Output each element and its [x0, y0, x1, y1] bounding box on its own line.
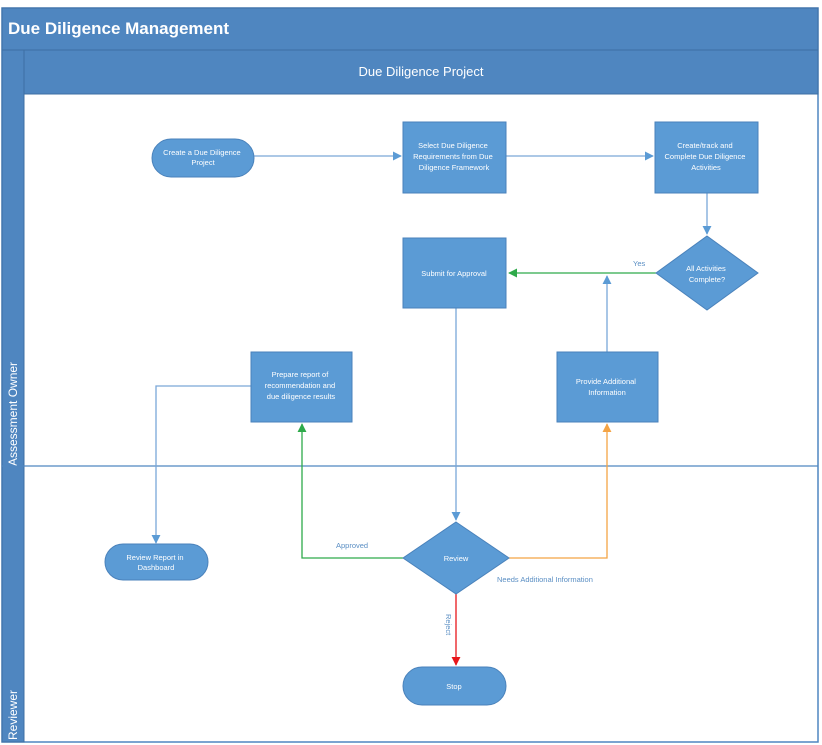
edge-label-approved: Approved — [336, 541, 368, 550]
node-review-report-dashboard: Review Report in Dashboard — [104, 543, 209, 581]
node-text-review-report-dashboard: Review Report in Dashboard — [126, 553, 185, 572]
node-text-submit-approval: Submit for Approval — [421, 269, 487, 278]
node-provide-info: Provide Additional Information — [556, 351, 659, 423]
decision-all-activities-complete: All Activities Complete? — [655, 235, 759, 311]
node-shape-submit-approval — [402, 237, 507, 309]
node-stop: Stop — [402, 666, 507, 706]
node-select-requirements: Select Due Diligence Requirements from D… — [402, 121, 507, 194]
node-shape-review-report-dashboard — [104, 543, 209, 581]
node-text-provide-info: Provide Additional Information — [576, 377, 638, 397]
pool-frame — [1, 7, 819, 743]
node-complete-activities: Create/track and Complete Due Diligence … — [654, 121, 759, 194]
node-prepare-report: Prepare report of recommendation and due… — [250, 351, 353, 423]
decision-text-review: Review — [444, 554, 469, 563]
node-shape-create-project — [151, 138, 255, 178]
node-text-select-requirements: Select Due Diligence Requirements from D… — [413, 141, 495, 172]
edge-label-reject: Reject — [444, 614, 453, 636]
diagram-title: Due Diligence Management — [8, 19, 229, 38]
node-shape-provide-info — [556, 351, 659, 423]
edge-approved-to-prepare — [297, 423, 403, 559]
edges — [151, 151, 712, 666]
edge-label-yes: Yes — [633, 259, 645, 268]
node-text-prepare-report: Prepare report of recommendation and due… — [265, 370, 338, 401]
edge-label-needs-info: Needs Additional Information — [497, 575, 593, 584]
node-shape-complete-activities — [654, 121, 759, 194]
edge-needs-info-to-provide — [509, 423, 612, 559]
node-text-stop: Stop — [446, 682, 461, 691]
node-create-project: Create a Due Diligence Project — [151, 138, 255, 178]
decision-review: Review — [402, 521, 510, 595]
pool-header — [23, 49, 819, 95]
decision-shape-all-activities-complete — [655, 235, 759, 311]
edge-prepare-to-review-report — [151, 385, 251, 544]
node-shape-select-requirements — [402, 121, 507, 194]
lane-label-assessment-owner: Assessment Owner — [6, 362, 20, 466]
node-shape-prepare-report — [250, 351, 353, 423]
node-submit-approval: Submit for Approval — [402, 237, 507, 309]
lane-label-reviewer: Reviewer — [6, 690, 20, 740]
node-text-create-project: Create a Due Diligence Project — [163, 148, 243, 167]
node-text-complete-activities: Create/track and Complete Due Diligence … — [665, 141, 748, 172]
decision-text-all-activities-complete: All Activities Complete? — [686, 264, 728, 284]
decision-shape-review — [402, 521, 510, 595]
pool-header-label: Due Diligence Project — [358, 64, 483, 79]
title-bar — [1, 7, 819, 51]
node-shape-stop — [402, 666, 507, 706]
